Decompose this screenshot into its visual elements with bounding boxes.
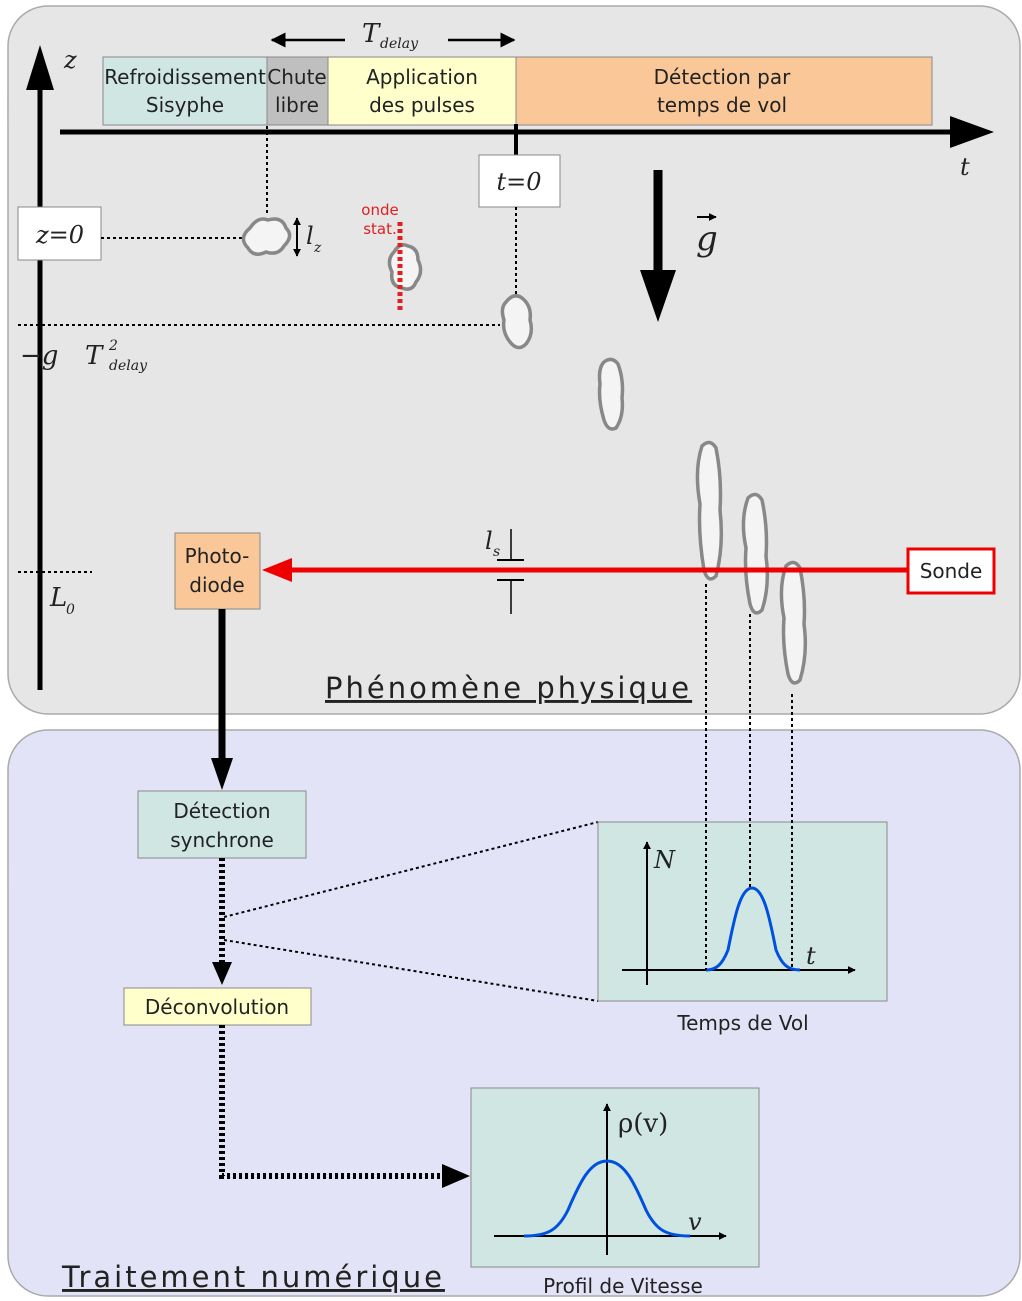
dotted-arrow-profile-head: [442, 1164, 470, 1188]
phase-detection-line2: temps de vol: [657, 93, 787, 117]
atom-cloud-onde: [387, 243, 423, 291]
lz-sub: z: [313, 240, 322, 256]
tof-xlabel: t: [806, 942, 816, 970]
t-axis-label: t: [960, 153, 970, 181]
phase-application-line1: Application: [366, 65, 478, 89]
z0-box: [17, 206, 102, 261]
phase-detection-tdv: [515, 56, 933, 126]
atom-cloud-t0: [500, 294, 534, 350]
z-axis-arrowhead: [26, 45, 54, 90]
onde-stat-label-1: onde: [361, 201, 398, 219]
z0-label: z=0: [35, 221, 84, 249]
velocity-ylabel: ρ(v): [618, 1109, 668, 1139]
ls-sub: s: [493, 544, 500, 560]
tof-ylabel: N: [653, 846, 676, 874]
gT-sup: 2: [108, 338, 118, 354]
onde-stat-label-2: stat.: [363, 220, 397, 238]
phase-application-line2: des pulses: [369, 93, 475, 117]
phase-refroidissement-line2: Sisyphe: [146, 93, 224, 117]
tof-caption: Temps de Vol: [676, 1011, 808, 1035]
atom-cloud-fall-2: [695, 440, 724, 581]
velocity-caption: Profil de Vitesse: [543, 1274, 703, 1298]
t0-label: t=0: [496, 168, 541, 196]
gT-prefix: −g: [20, 341, 58, 371]
phase-chute-line1: Chute: [267, 65, 326, 89]
tdelay-sub: delay: [380, 36, 419, 52]
atom-cloud-fall-3: [741, 492, 770, 615]
probe-beam-arrowhead: [262, 558, 292, 582]
gravity-arrowhead: [640, 270, 676, 322]
sonde-label: Sonde: [920, 559, 983, 583]
L0-label: L: [49, 583, 67, 613]
photodiode-box: [174, 532, 261, 610]
section-title-physique: Phénomène physique: [325, 671, 692, 705]
section-title-numerique: Traitement numérique: [61, 1260, 445, 1294]
g-label: g: [696, 219, 718, 259]
phase-chute-libre: [266, 56, 329, 126]
t0-box: [478, 154, 561, 208]
zoom-line-top: [223, 821, 599, 918]
gT-T: T: [85, 341, 104, 371]
deconvolution-box: [123, 987, 312, 1026]
z-axis-label: z: [63, 46, 77, 74]
detection-synchrone-line1: Détection: [173, 799, 270, 823]
atom-cloud-initial: [241, 217, 292, 256]
phase-chute-line2: libre: [275, 93, 319, 117]
signal-arrowhead: [211, 758, 233, 790]
ls-label: l: [485, 527, 493, 555]
gT-sub: delay: [109, 358, 148, 374]
velocity-curve: [523, 1159, 691, 1238]
deconvolution-label: Déconvolution: [145, 995, 289, 1019]
photodiode-line1: Photo-: [185, 544, 250, 568]
tdelay-label: T: [362, 19, 381, 49]
t-axis-arrowhead: [950, 116, 994, 148]
velocity-plot-frame: [470, 1087, 760, 1268]
phase-refroidissement-line1: Refroidissement: [104, 65, 266, 89]
tof-plot-frame: [597, 821, 888, 1002]
atom-cloud-fall-1: [597, 357, 625, 431]
dotted-arrow-profile: [219, 1025, 440, 1179]
photodiode-line2: diode: [189, 573, 245, 597]
velocity-xlabel: v: [688, 1208, 702, 1236]
atom-cloud-fall-4: [779, 560, 808, 685]
tof-curve: [705, 886, 801, 972]
phase-detection-line1: Détection par: [654, 65, 791, 89]
detection-synchrone-box: [137, 790, 307, 859]
lz-label: l: [306, 222, 314, 250]
dotted-arrow-deconv-head: [212, 962, 232, 985]
phase-application-pulses: [327, 56, 517, 126]
L0-sub: 0: [66, 602, 75, 618]
detection-synchrone-line2: synchrone: [170, 828, 274, 852]
sonde-box: [906, 547, 996, 595]
